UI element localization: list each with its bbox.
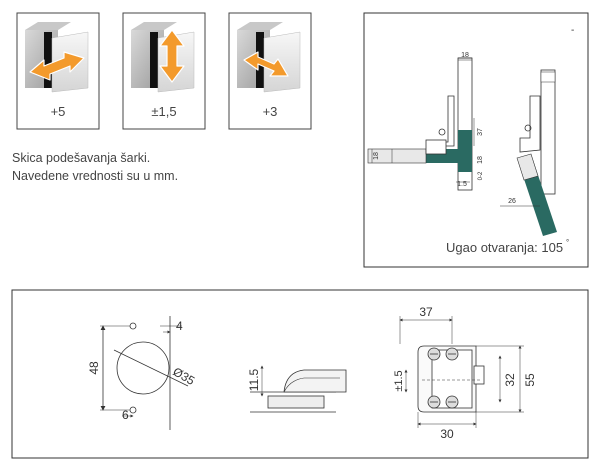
dim-plate-left: ±1.5 <box>393 370 405 391</box>
opening-angle-label: Ugao otvaranja: 105 <box>446 240 563 255</box>
adjustment-label: +3 <box>263 104 278 119</box>
adjustment-card-vertical: ±1,5 <box>122 12 206 130</box>
dim-right-a: 37 <box>477 128 484 136</box>
dim-plate-top: 37 <box>419 305 433 319</box>
cross-section-panel: - 18 37 18 0-2 18 1.5 <box>363 12 589 268</box>
dim-left: 18 <box>373 152 380 160</box>
dim-right-b: 18 <box>477 156 484 164</box>
open-hinge-section: 26 <box>500 69 557 236</box>
caption-line-2: Navedene vrednosti su u mm. <box>12 169 178 183</box>
screw-icon <box>427 347 441 361</box>
adjustment-label: +5 <box>51 104 66 119</box>
screw-icon <box>445 395 459 409</box>
dim-bottom: 1.5 <box>457 181 467 188</box>
dim-cup-offset: 6 <box>122 408 129 422</box>
screw-icon <box>427 395 441 409</box>
dim-cup-width: 4 <box>176 319 183 333</box>
technical-drawing-panel: 48 4 6 Ø35 11.5 <box>11 289 589 459</box>
hinge-side-view <box>250 365 347 413</box>
side-arrow-icon <box>243 51 289 77</box>
dim-cup-height: 48 <box>87 361 101 375</box>
adjustment-label: ±1,5 <box>151 104 176 119</box>
dim-plate-right-b: 55 <box>523 373 537 387</box>
screw-icon <box>445 347 459 361</box>
dim-right-c: 0-2 <box>478 171 484 180</box>
dim-plate-right-a: 32 <box>503 373 517 387</box>
adjustment-card-side: +3 <box>228 12 312 130</box>
corner-mark: - <box>571 25 574 36</box>
mounting-plate-view <box>399 316 524 428</box>
vertical-arrow-icon <box>159 29 185 83</box>
dim-plate-bottom: 30 <box>440 427 454 441</box>
cup-drilling-diagram <box>100 316 189 430</box>
adjustment-card-depth: +5 <box>16 12 100 130</box>
dim-side-height: 11.5 <box>247 368 261 391</box>
degree-sign: ° <box>566 238 569 247</box>
caption-line-1: Skica podešavanja šarki. <box>12 151 150 165</box>
depth-arrow-icon <box>29 51 85 81</box>
dim-top: 18 <box>461 52 469 59</box>
dim-open-leg: 26 <box>508 198 516 205</box>
closed-hinge-section: 18 37 18 0-2 18 1.5 <box>367 52 484 191</box>
